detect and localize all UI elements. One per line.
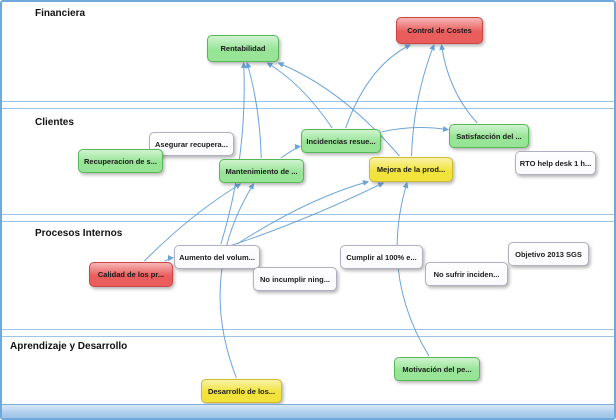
node-label: Asegurar recupera... [155,139,228,149]
node-motivacion-personal[interactable]: Motivación del pe... [394,357,480,381]
node-mejora-productividad[interactable]: Mejora de la prod... [369,157,453,182]
edge-calidad-procesos-to-aumento-volumen [164,255,174,262]
node-aumento-volumen[interactable]: Aumento del volum... [174,245,260,269]
node-rentabilidad[interactable]: Rentabilidad [207,35,279,62]
node-mantenimiento[interactable]: Mantenimiento de ... [219,159,304,183]
node-cumplir-100[interactable]: Cumplir al 100% e... [340,245,423,269]
node-no-incumplir[interactable]: No incumplir ning... [253,267,337,291]
node-label: Aumento del volum... [179,252,255,262]
node-label: Cumplir al 100% e... [346,252,417,262]
node-incidencias-resueltas[interactable]: Incidencias resue... [301,129,381,153]
edge-mantenimiento-to-incidencias-resueltas [280,144,301,159]
lane-label-aprendizaje-y-desarrollo: Aprendizaje y Desarrollo [10,341,128,352]
lane-divider [2,214,614,222]
node-label: Rentabilidad [220,44,266,53]
horizontal-scrollbar[interactable] [2,404,614,418]
node-label: Satisfacción del ... [456,131,522,141]
node-no-sufrir-incidentes[interactable]: No sufrir inciden... [425,262,508,286]
node-label: Motivación del pe... [402,364,472,374]
node-label: Desarrollo de los... [207,386,276,396]
node-label: No sufrir inciden... [433,269,500,279]
node-label: Calidad de los pr... [97,270,165,279]
node-satisfaccion-cliente[interactable]: Satisfacción del ... [449,124,529,148]
node-desarrollo-personas[interactable]: Desarrollo de los... [201,379,282,403]
node-label: Mejora de la prod... [376,165,446,174]
edge-incidencias-resueltas-to-control-costes [345,44,411,129]
node-label: RTO help desk 1 h... [519,158,592,168]
node-control-costes[interactable]: Control de Costes [396,17,483,44]
node-label: Recuperacion de s... [84,156,157,166]
lane-label-clientes: Clientes [35,117,74,128]
node-calidad-procesos[interactable]: Calidad de los pr... [89,262,173,287]
lane-divider [2,329,614,337]
node-rto-help-desk[interactable]: RTO help desk 1 h... [515,151,596,175]
edge-satisfaccion-cliente-to-control-costes [439,44,478,124]
lane-label-financiera: Financiera [35,8,86,19]
edge-mantenimiento-to-rentabilidad [245,62,262,159]
lane-divider [2,101,614,109]
node-objetivo-2013-sgs[interactable]: Objetivo 2013 SGS [508,242,589,266]
node-label: Objetivo 2013 SGS [515,249,582,259]
edge-incidencias-resueltas-to-rentabilidad [266,62,333,129]
node-label: Control de Costes [407,26,472,35]
lane-label-procesos-internos: Procesos Internos [35,228,123,239]
node-label: Incidencias resue... [306,136,376,146]
edge-aumento-volumen-to-mejora-productividad [236,180,369,245]
node-label: Mantenimiento de ... [225,166,298,176]
node-recuperacion-servicio[interactable]: Recuperacion de s... [78,149,163,173]
edge-incidencias-resueltas-to-satisfaccion-cliente [381,125,449,133]
node-label: No incumplir ning... [260,274,330,284]
